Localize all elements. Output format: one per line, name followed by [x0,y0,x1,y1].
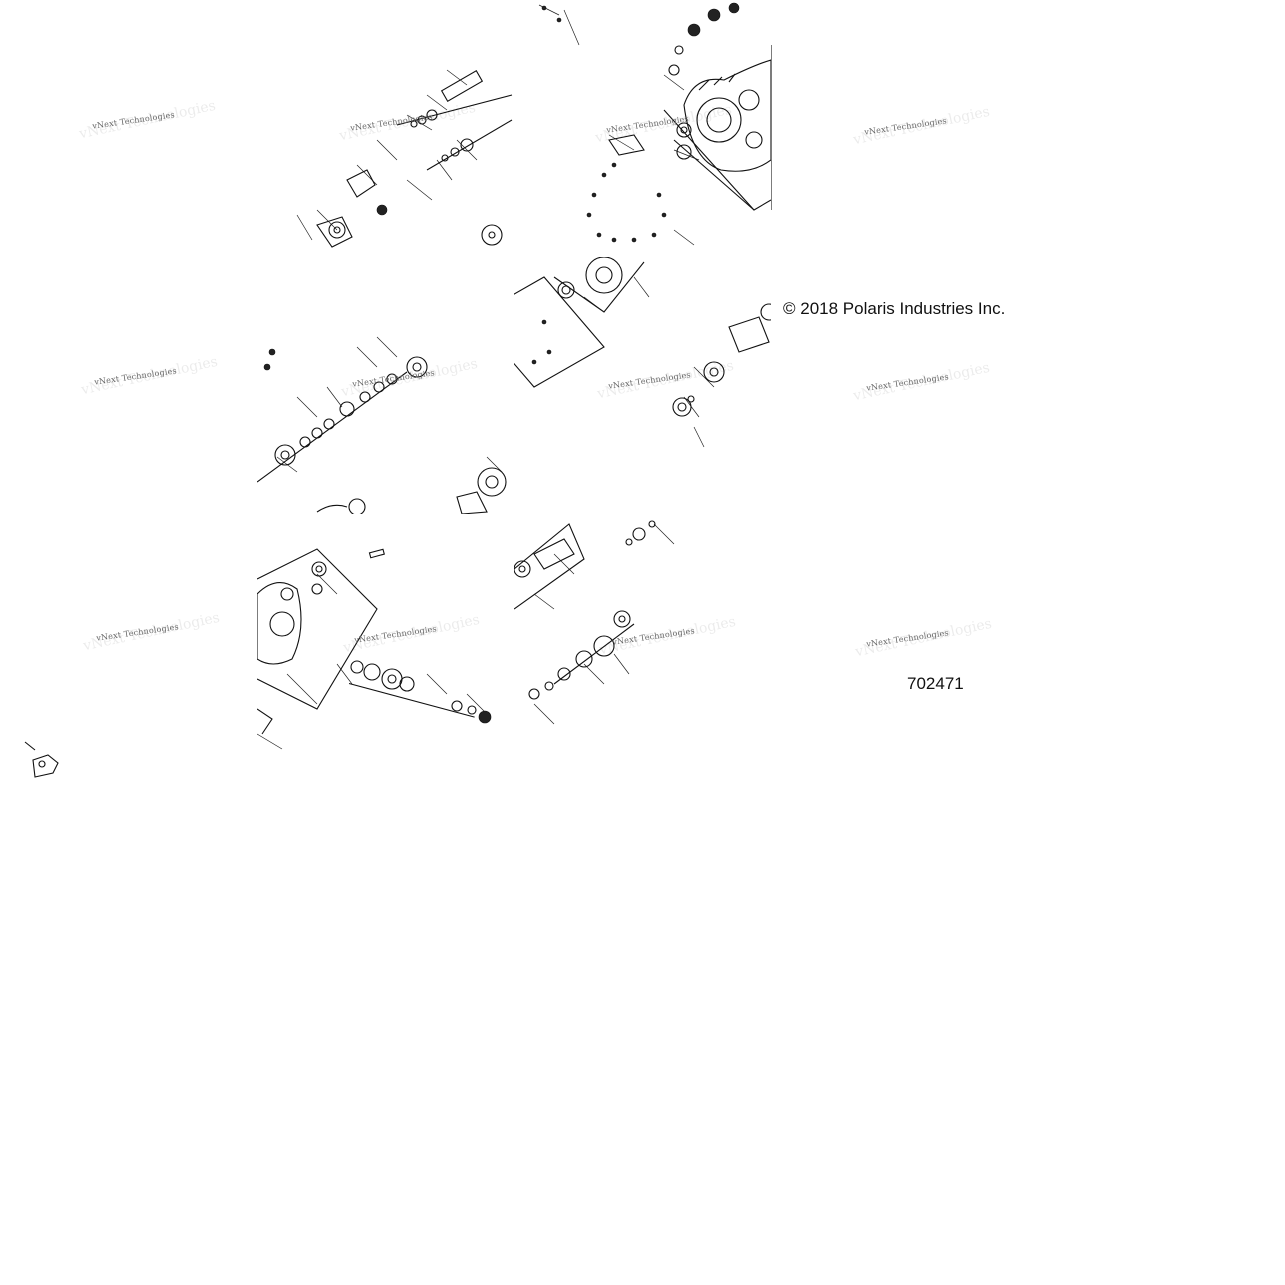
diagram-tile-main-housing [257,514,514,771]
diagram-tile-shift-forks [257,0,514,257]
diagram-id: 702471 [907,674,964,693]
diagram-tile-output-gear [514,257,771,514]
diagram-tile-cover-plate [0,720,80,780]
diagram-tile-input-shaft [257,257,514,514]
diagram-tile-countershaft [514,514,771,771]
copyright-notice: © 2018 Polaris Industries Inc. [783,299,1006,318]
